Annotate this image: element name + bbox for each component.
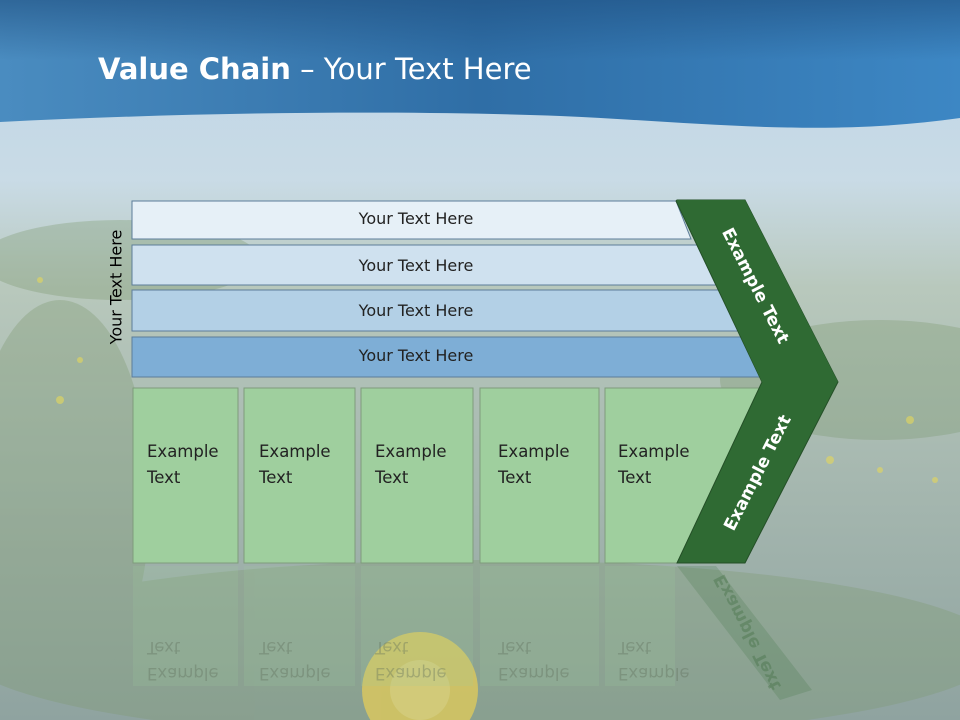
bars-group (131, 200, 764, 378)
chevron-upper (677, 200, 838, 382)
bar-4-label: Your Text Here (358, 346, 474, 365)
box-4-line1: Example (498, 442, 570, 461)
box-1-reflection-line2: Text (147, 638, 181, 657)
boxes-group (132, 387, 761, 564)
box-3-line1: Example (375, 442, 447, 461)
slide-title: Value Chain – Your Text Here (98, 52, 532, 86)
box-1 (132, 387, 239, 564)
box-5-line1: Example (618, 442, 690, 461)
box-5-line2: Text (618, 468, 652, 487)
box-3 (360, 387, 474, 564)
box-4-reflection-line2: Text (498, 638, 532, 657)
box-4 (479, 387, 600, 564)
box-4-line2: Text (498, 468, 532, 487)
box-3-reflection: Example Text (375, 634, 447, 686)
bar-1-label: Your Text Here (358, 209, 474, 228)
box-1-text: Example Text (147, 439, 219, 491)
box-2 (243, 387, 356, 564)
bar-2-label: Your Text Here (358, 256, 474, 275)
flower-dots (37, 277, 938, 483)
box-2-line2: Text (259, 468, 293, 487)
box-2-reflection-line1: Example (259, 664, 331, 683)
box-1-reflection-line1: Example (147, 664, 219, 683)
bar-3-label: Your Text Here (358, 301, 474, 320)
box-3-text: Example Text (375, 439, 447, 491)
box-5-reflection-line1: Example (618, 664, 690, 683)
box-2-line1: Example (259, 442, 331, 461)
box-5-text: Example Text (618, 439, 690, 491)
vertical-label: Your Text Here (106, 229, 126, 345)
box-1-line2: Text (147, 468, 181, 487)
box-5-reflection: Example Text (618, 634, 690, 686)
box-4-reflection-line1: Example (498, 664, 570, 683)
bar-1 (131, 200, 692, 240)
box-1-reflection: Example Text (147, 634, 219, 686)
box-4-reflection: Example Text (498, 634, 570, 686)
box-2-reflection: Example Text (259, 634, 331, 686)
box-4-text: Example Text (498, 439, 570, 491)
title-rest: – Your Text Here (290, 52, 532, 86)
boxes-reflection (133, 566, 812, 700)
box-2-text: Example Text (259, 439, 331, 491)
box-3-reflection-line1: Example (375, 664, 447, 683)
box-5-reflection-line2: Text (618, 638, 652, 657)
box-2-reflection-line2: Text (259, 638, 293, 657)
box-3-line2: Text (375, 468, 409, 487)
title-bold: Value Chain (98, 52, 291, 86)
box-3-reflection-line2: Text (375, 638, 409, 657)
dandelion-image (362, 632, 478, 720)
box-1-line1: Example (147, 442, 219, 461)
